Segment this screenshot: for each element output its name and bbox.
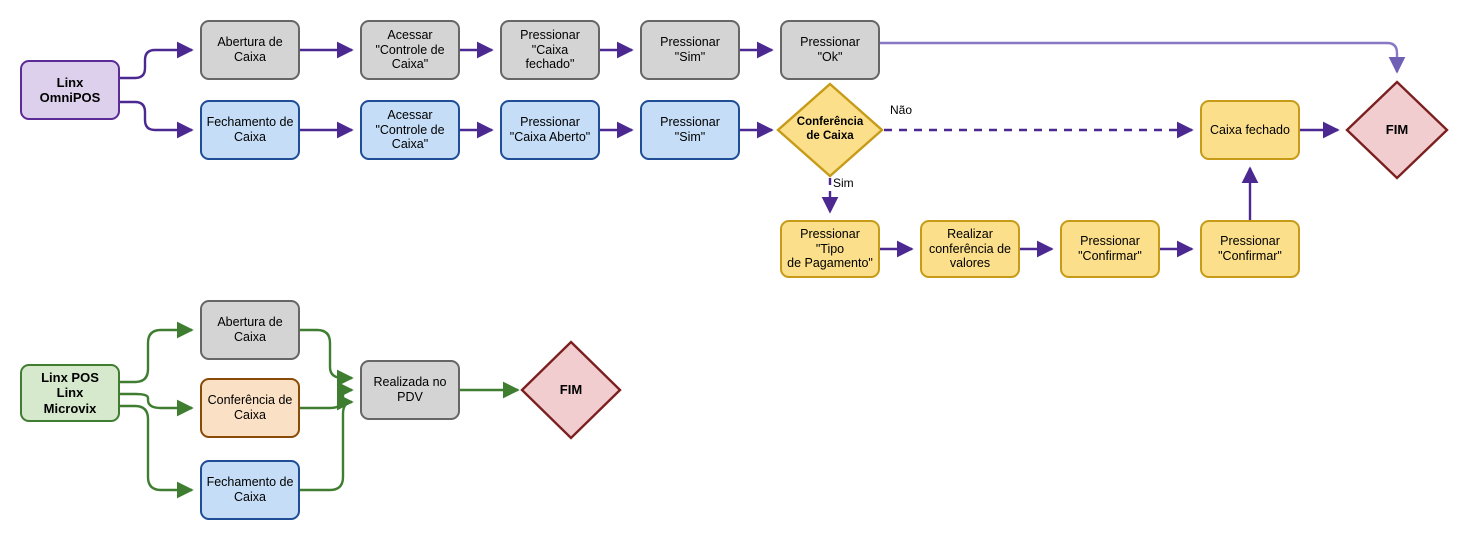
node-caixa-fechado[interactable]: Caixa fechado bbox=[1200, 100, 1300, 160]
node-label: Pressionar "Sim" bbox=[660, 35, 720, 64]
node-label: Linx POS Linx Microvix bbox=[41, 370, 99, 416]
node-fim-omnipos[interactable]: FIM bbox=[1345, 80, 1449, 180]
node-label: Realizada no PDV bbox=[373, 375, 447, 404]
node-label: Abertura de Caixa bbox=[217, 315, 283, 344]
node-conferencia-de-caixa-pdv[interactable]: Conferência de Caixa bbox=[200, 378, 300, 438]
node-label: Conferência de Caixa bbox=[207, 393, 293, 422]
node-label: Fechamento de Caixa bbox=[206, 115, 294, 144]
node-label: Pressionar "Tipo de Pagamento" bbox=[787, 226, 873, 271]
node-pressionar-tipo-de-pagamento[interactable]: Pressionar "Tipo de Pagamento" bbox=[780, 220, 880, 278]
node-label: Pressionar "Caixa Aberto" bbox=[509, 115, 591, 144]
edge-label-nao: Não bbox=[890, 103, 912, 117]
node-fim-pdv[interactable]: FIM bbox=[520, 340, 622, 440]
node-label: Realizar conferência de valores bbox=[928, 226, 1011, 271]
node-acessar-controle-de-caixa-abertura[interactable]: Acessar "Controle de Caixa" bbox=[360, 20, 460, 80]
node-label: Abertura de Caixa bbox=[217, 35, 283, 64]
edge-label-text: Não bbox=[890, 103, 913, 117]
node-label: Pressionar "Ok" bbox=[800, 35, 860, 64]
node-label: Pressionar "Sim" bbox=[660, 115, 720, 144]
diamond-shape bbox=[776, 82, 884, 178]
node-pressionar-ok[interactable]: Pressionar "Ok" bbox=[780, 20, 880, 80]
diamond-shape bbox=[1345, 80, 1449, 180]
edge-label-text: Sim bbox=[833, 176, 854, 190]
node-acessar-controle-de-caixa-fechamento[interactable]: Acessar "Controle de Caixa" bbox=[360, 100, 460, 160]
node-pressionar-confirmar-1[interactable]: Pressionar "Confirmar" bbox=[1060, 220, 1160, 278]
node-label: Caixa fechado bbox=[1210, 122, 1290, 137]
node-pressionar-sim-abertura[interactable]: Pressionar "Sim" bbox=[640, 20, 740, 80]
node-decision-conferencia-de-caixa[interactable]: Conferência de Caixa bbox=[776, 82, 884, 178]
node-pressionar-sim-fechamento[interactable]: Pressionar "Sim" bbox=[640, 100, 740, 160]
node-label: Fechamento de Caixa bbox=[206, 475, 294, 504]
node-label: Linx OmniPOS bbox=[39, 74, 101, 105]
diamond-shape bbox=[520, 340, 622, 440]
node-abertura-de-caixa-pdv[interactable]: Abertura de Caixa bbox=[200, 300, 300, 360]
node-label: Pressionar "Confirmar" bbox=[1078, 234, 1142, 263]
node-pressionar-caixa-aberto[interactable]: Pressionar "Caixa Aberto" bbox=[500, 100, 600, 160]
node-label: Acessar "Controle de Caixa" bbox=[375, 27, 445, 72]
node-linx-pos-linx-microvix[interactable]: Linx POS Linx Microvix bbox=[20, 364, 120, 422]
node-abertura-de-caixa[interactable]: Abertura de Caixa bbox=[200, 20, 300, 80]
edge-label-sim: Sim bbox=[833, 176, 854, 190]
node-label: FIM bbox=[559, 382, 583, 398]
node-realizar-conferencia-de-valores[interactable]: Realizar conferência de valores bbox=[920, 220, 1020, 278]
node-linx-omnipos[interactable]: Linx OmniPOS bbox=[20, 60, 120, 120]
node-fechamento-de-caixa[interactable]: Fechamento de Caixa bbox=[200, 100, 300, 160]
node-fechamento-de-caixa-pdv[interactable]: Fechamento de Caixa bbox=[200, 460, 300, 520]
node-label: Pressionar "Caixa fechado" bbox=[520, 27, 580, 72]
node-label: FIM bbox=[1385, 122, 1409, 138]
node-pressionar-caixa-fechado[interactable]: Pressionar "Caixa fechado" bbox=[500, 20, 600, 80]
node-realizada-no-pdv[interactable]: Realizada no PDV bbox=[360, 360, 460, 420]
node-label: Pressionar "Confirmar" bbox=[1218, 234, 1282, 263]
node-label: Conferência de Caixa bbox=[796, 116, 864, 142]
node-pressionar-confirmar-2[interactable]: Pressionar "Confirmar" bbox=[1200, 220, 1300, 278]
node-label: Acessar "Controle de Caixa" bbox=[375, 107, 445, 152]
